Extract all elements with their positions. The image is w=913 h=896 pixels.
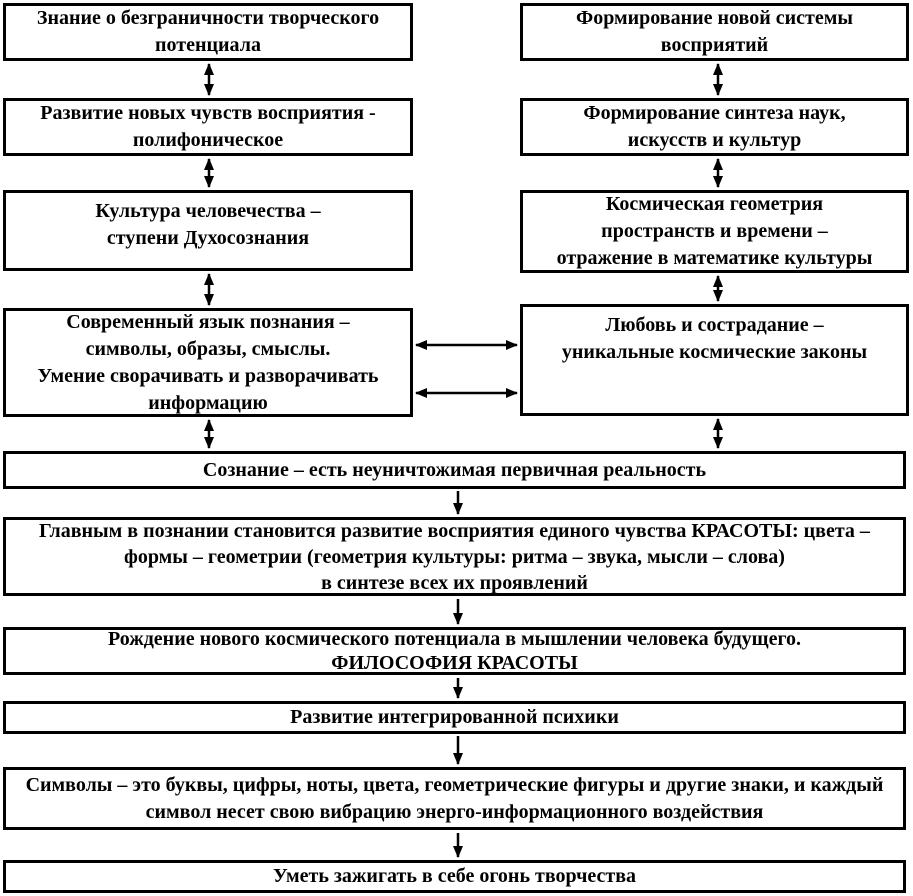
box-symbols-vibration: Символы – это буквы, цифры, ноты, цвета,… xyxy=(3,767,906,830)
box-new-perception-senses: Развитие новых чувств восприятия - полиф… xyxy=(3,98,413,156)
box-philosophy-of-beauty: Рождение нового космического потенциала … xyxy=(3,627,906,675)
box-modern-language-of-cognition: Современный язык познания – символы, обр… xyxy=(3,308,413,417)
box-cosmic-geometry: Космическая геометрия пространств и врем… xyxy=(520,190,909,273)
box-ignite-creative-fire: Уметь зажигать в себе огонь творчества xyxy=(3,860,906,893)
box-integrated-psyche: Развитие интегрированной психики xyxy=(3,701,906,734)
box-culture-of-humanity: Культура человечества – ступени Духосозн… xyxy=(3,190,413,271)
box-consciousness-reality: Сознание – есть неуничтожимая первичная … xyxy=(3,451,906,489)
box-synthesis-of-sciences: Формирование синтеза наук, искусств и ку… xyxy=(520,98,909,156)
box-love-and-compassion: Любовь и сострадание – уникальные космич… xyxy=(520,304,909,416)
box-new-perception-system: Формирование новой системы восприятий xyxy=(520,3,909,61)
box-unlimited-creative-potential: Знание о безграничности творческого поте… xyxy=(3,3,413,61)
box-beauty-perception: Главным в познании становится развитие в… xyxy=(3,517,906,596)
